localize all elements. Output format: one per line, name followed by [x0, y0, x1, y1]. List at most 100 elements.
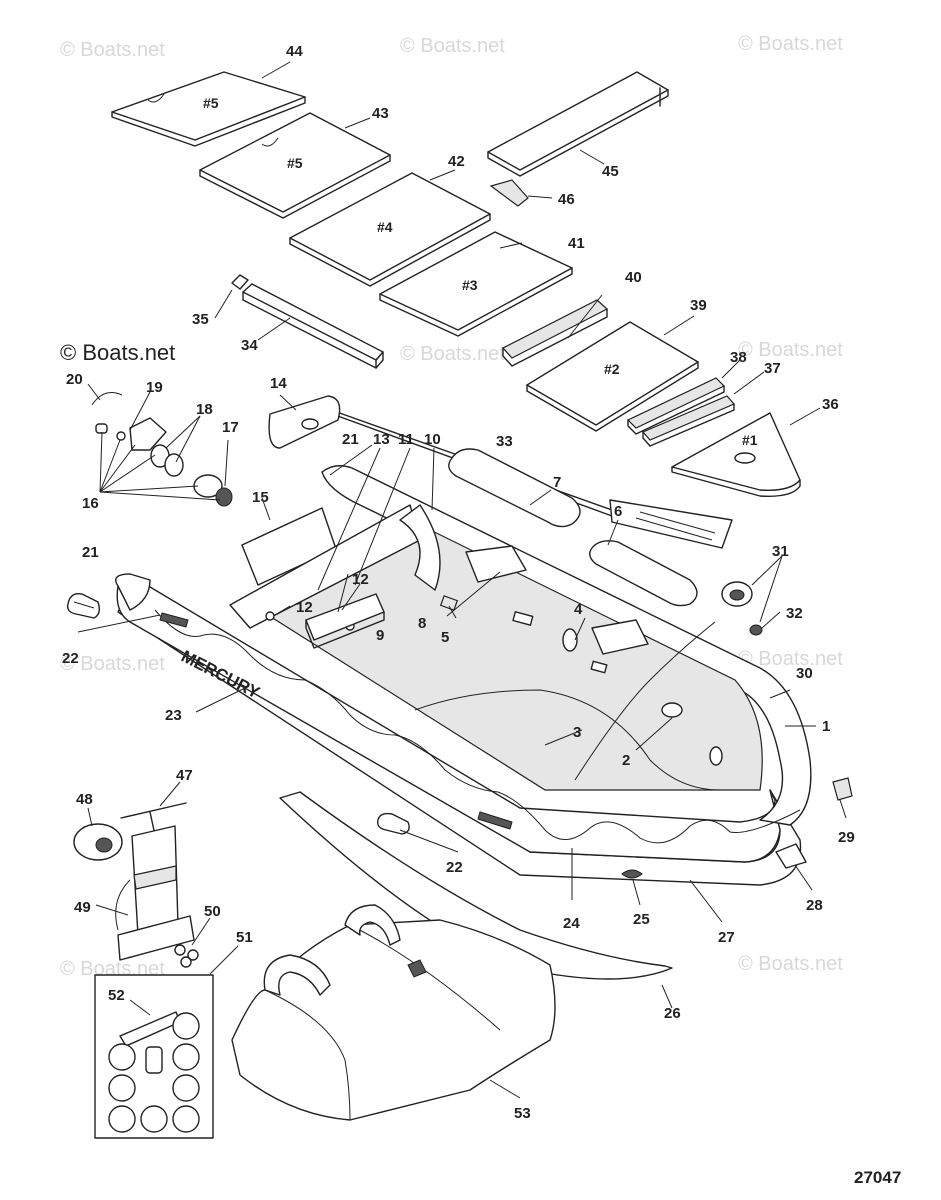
callout-numbers: 1 2 3 4 5 6 7 8 9 10 11 12 12 13 14 15 1…: [62, 43, 855, 1122]
callout-label: 34: [241, 337, 258, 354]
floor-panel-42: #4: [289, 172, 491, 287]
floor-panel-36: #1: [671, 412, 801, 497]
callout-label: 16: [82, 495, 99, 512]
handle-22b: [376, 812, 410, 835]
panel-label: #4: [377, 219, 393, 235]
callout-label: 25: [633, 911, 650, 928]
callout-label: 12: [352, 571, 369, 588]
callout-label: 28: [806, 897, 823, 914]
callout-label: 15: [252, 489, 269, 506]
watermark-text: © Boats.net: [738, 33, 843, 55]
callout-label: 38: [730, 349, 747, 366]
callout-label: 17: [222, 419, 239, 436]
floor-panel-43: #5: [199, 112, 391, 219]
wear-strip-7: [448, 448, 581, 528]
watermark-text: © Boats.net: [738, 339, 843, 361]
callout-label: 9: [376, 627, 384, 644]
panel-label: #2: [604, 361, 620, 377]
watermark-text: © Boats.net: [738, 953, 843, 975]
watermark-text: © Boats.net: [738, 648, 843, 670]
inflatable-boat-hull: MERCURY: [115, 465, 853, 886]
callout-label: 30: [796, 665, 813, 682]
callout-label: 52: [108, 987, 125, 1004]
boats-net-credit: © Boats.net: [60, 340, 175, 365]
callout-label: 23: [165, 707, 182, 724]
callout-label: 5: [441, 629, 449, 646]
stringer-37: [642, 395, 735, 447]
callout-label: 29: [838, 829, 855, 846]
callout-label: 8: [418, 615, 426, 632]
cap-32: [749, 624, 763, 636]
callout-label: 36: [822, 396, 839, 413]
floor-panel-39: #2: [526, 321, 699, 432]
watermark-text: © Boats.net: [400, 343, 505, 365]
callout-label: 18: [196, 401, 213, 418]
callout-label: 22: [62, 650, 79, 667]
callout-label: 53: [514, 1105, 531, 1122]
panel-label: #3: [462, 277, 478, 293]
callout-label: 47: [176, 767, 193, 784]
callout-label: 21: [342, 431, 359, 448]
watermark-text: © Boats.net: [60, 39, 165, 61]
callout-label: 45: [602, 163, 619, 180]
stringer-40: [502, 299, 609, 367]
callout-label: 50: [204, 903, 221, 920]
callout-label: 2: [622, 752, 630, 769]
repair-kit-51: [94, 974, 214, 1139]
callout-label: 48: [76, 791, 93, 808]
panel-label: #5: [203, 95, 219, 111]
callout-label: 40: [625, 269, 642, 286]
callout-label: 51: [236, 929, 253, 946]
callout-label: 22: [446, 859, 463, 876]
callout-label: 44: [286, 43, 303, 60]
bracket-46: [489, 179, 529, 207]
callout-label: 6: [614, 503, 622, 520]
callout-label: 12: [296, 599, 313, 616]
keel-batten-34: [242, 283, 384, 369]
callout-label: 10: [424, 431, 441, 448]
panel-label: #5: [287, 155, 303, 171]
callout-label: 43: [372, 105, 389, 122]
foot-pump-47: [115, 802, 195, 961]
watermark-text: © Boats.net: [60, 653, 165, 675]
callout-label: 46: [558, 191, 575, 208]
figure-number: 27047: [854, 1168, 901, 1187]
callout-label: 14: [270, 375, 287, 392]
panel-label: #1: [742, 432, 758, 448]
callout-label: 11: [398, 431, 414, 448]
watermark-text: © Boats.net: [400, 35, 505, 57]
callout-label: 49: [74, 899, 91, 916]
callout-label: 20: [66, 371, 83, 388]
transom-cover-45: [487, 71, 669, 177]
handle-22: [66, 593, 101, 619]
callout-label: 33: [496, 433, 513, 450]
callout-label: 27: [718, 929, 735, 946]
callout-label: 35: [192, 311, 209, 328]
floor-panel-41: #3: [379, 231, 573, 337]
callout-label: 7: [553, 474, 561, 491]
callout-label: 42: [448, 153, 465, 170]
carry-bag-53: [231, 904, 556, 1121]
callout-label: 41: [568, 235, 585, 252]
callout-label: 39: [690, 297, 707, 314]
stringer-38: [626, 377, 726, 435]
callout-label: 26: [664, 1005, 681, 1022]
callout-label: 3: [573, 724, 581, 741]
callout-label: 1: [822, 718, 830, 735]
seat-bag-14: [268, 395, 341, 449]
floor-panel-44: #5: [111, 71, 306, 147]
callout-label: 4: [574, 601, 583, 618]
callout-label: 37: [764, 360, 781, 377]
callout-label: 21: [82, 544, 99, 561]
callout-label: 24: [563, 915, 580, 932]
clip-35: [231, 274, 249, 290]
callout-label: 31: [772, 543, 789, 560]
valve-31: [721, 581, 753, 607]
callout-label: 32: [786, 605, 803, 622]
callout-label: 19: [146, 379, 163, 396]
callout-label: 13: [373, 431, 390, 448]
adapter-48: [73, 823, 123, 861]
leader-lines: [77, 61, 847, 1099]
adapters-50: [174, 944, 199, 968]
